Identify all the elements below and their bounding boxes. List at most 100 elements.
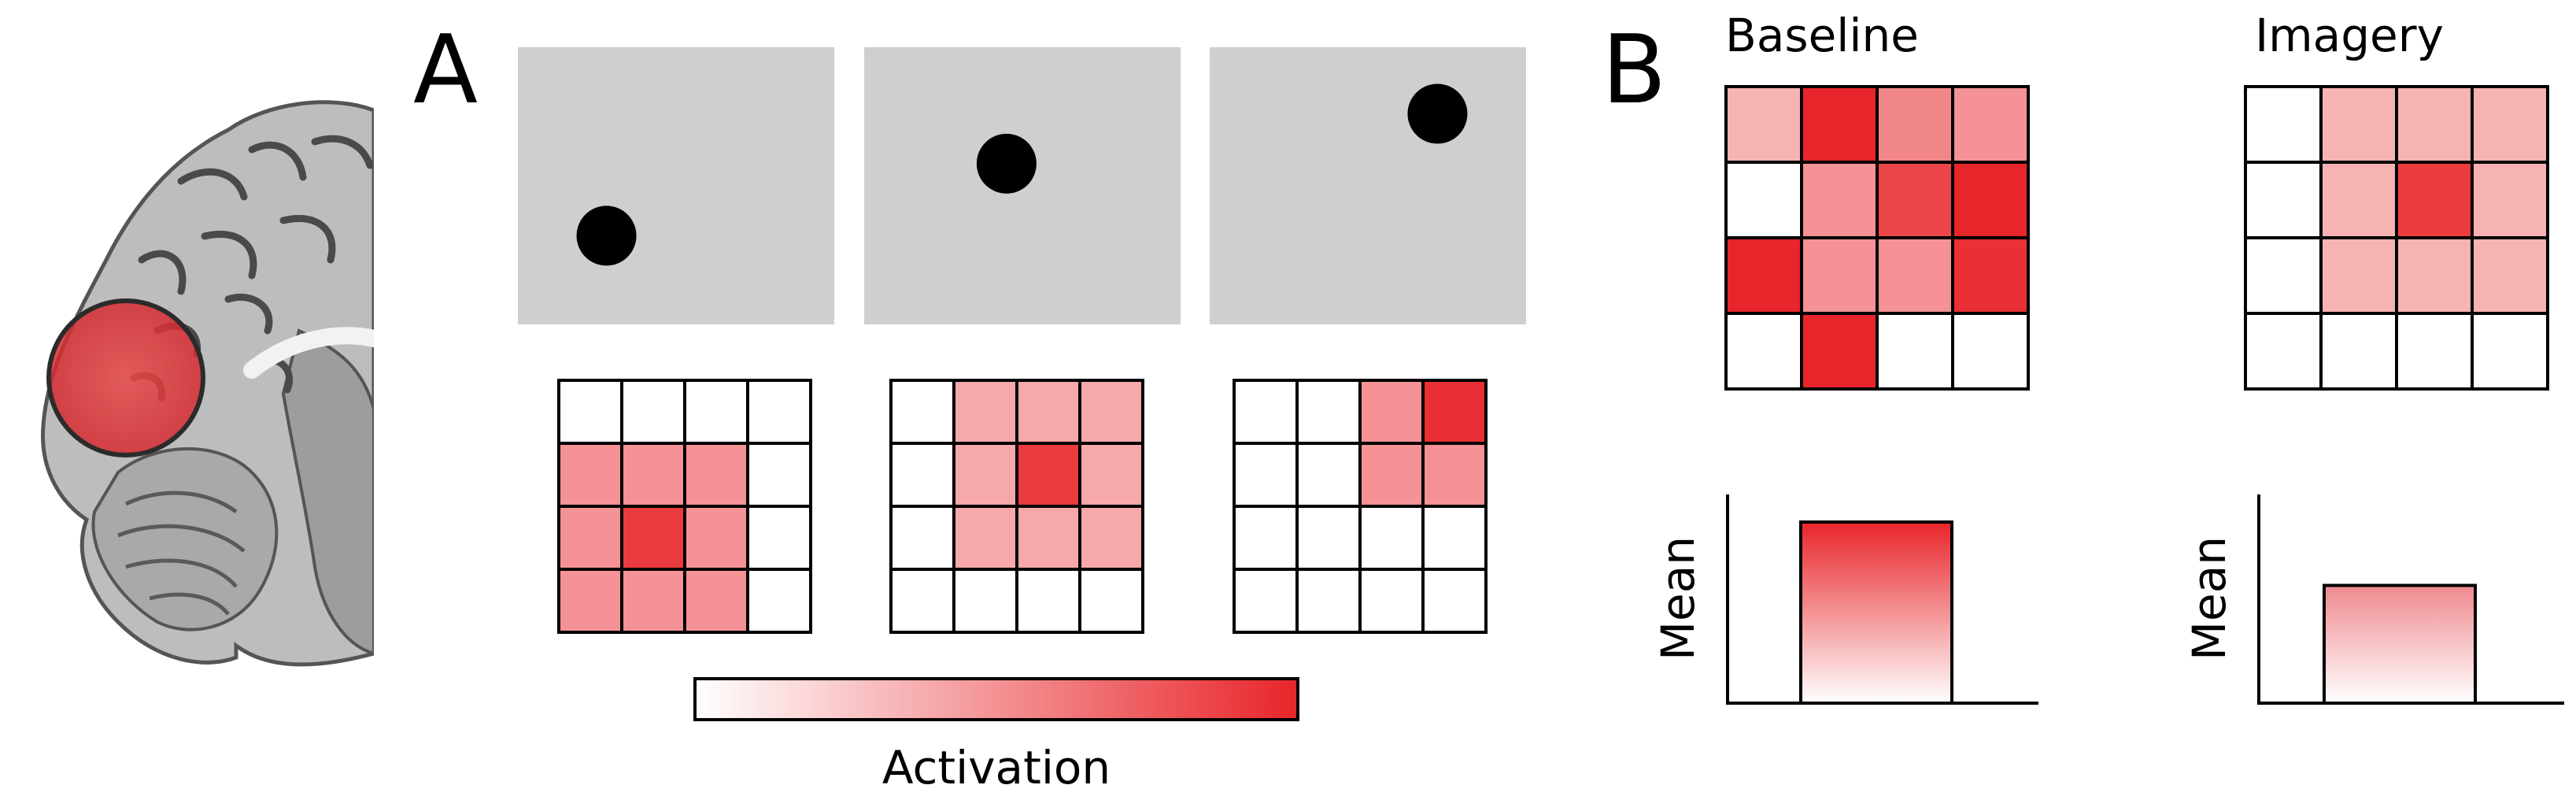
grid-a1-cell	[683, 505, 749, 571]
grid-a2-cell	[889, 379, 955, 445]
activation-grid-a3	[1233, 379, 1488, 634]
stimulus-frame-3	[1210, 47, 1526, 324]
grid-a2-cell	[889, 505, 955, 571]
grid-a2-cell	[952, 568, 1018, 634]
grid-baseline-cell	[1876, 312, 1954, 391]
grid-imagery-cell	[2395, 161, 2474, 239]
grid-baseline-cell	[1724, 161, 1803, 239]
stimulus-dot-1	[576, 206, 637, 266]
grid-imagery-cell	[2395, 312, 2474, 391]
mean-axes-imagery	[2257, 494, 2564, 705]
grid-imagery-cell	[2319, 161, 2398, 239]
colorbar-label: Activation	[882, 741, 1111, 794]
grid-a2-cell	[1015, 379, 1081, 445]
grid-a2-cell	[952, 379, 1018, 445]
grid-a1-cell	[557, 505, 623, 571]
grid-imagery-cell	[2244, 236, 2323, 315]
grid-a1-cell	[746, 505, 812, 571]
grid-a1-cell	[557, 442, 623, 508]
grid-a2-cell	[1078, 568, 1144, 634]
activation-grid-a1	[557, 379, 812, 634]
grid-a3-cell	[1358, 379, 1425, 445]
mean-bar-imagery	[2323, 583, 2477, 705]
activation-colorbar: Activation	[693, 677, 1299, 794]
baseline-title: Baseline	[1725, 9, 1919, 62]
grid-a2-cell	[952, 442, 1018, 508]
stimulus-dot-2	[976, 133, 1037, 194]
grid-imagery-cell	[2471, 312, 2549, 391]
grid-a3-cell	[1295, 568, 1362, 634]
grid-baseline-cell	[1724, 312, 1803, 391]
grid-imagery-cell	[2319, 85, 2398, 164]
grid-baseline-cell	[1876, 236, 1954, 315]
grid-a2-cell	[952, 505, 1018, 571]
grid-a2-cell	[1015, 568, 1081, 634]
grid-a3-cell	[1295, 379, 1362, 445]
mean-chart-imagery: Mean	[2182, 494, 2564, 705]
grid-a1-cell	[683, 442, 749, 508]
grid-a2-cell	[1078, 379, 1144, 445]
grid-imagery-cell	[2319, 236, 2398, 315]
grid-a2-cell	[889, 442, 955, 508]
grid-a2-cell	[1015, 505, 1081, 571]
activation-grid-imagery	[2244, 85, 2549, 391]
grid-a3-cell	[1233, 442, 1299, 508]
grid-baseline-cell	[1800, 312, 1879, 391]
grid-baseline-cell	[1951, 85, 2030, 164]
grid-a1-cell	[746, 568, 812, 634]
grid-a3-cell	[1421, 568, 1488, 634]
grid-imagery-cell	[2471, 161, 2549, 239]
grid-a1-cell	[620, 379, 686, 445]
grid-imagery-cell	[2395, 236, 2474, 315]
grid-a2-cell	[1078, 442, 1144, 508]
grid-imagery-cell	[2319, 312, 2398, 391]
grid-baseline-cell	[1951, 161, 2030, 239]
grid-a2-cell	[889, 568, 955, 634]
grid-a1-cell	[557, 568, 623, 634]
grid-a3-cell	[1233, 379, 1299, 445]
grid-imagery-cell	[2471, 85, 2549, 164]
grid-a1-cell	[683, 568, 749, 634]
stimulus-row	[518, 47, 1526, 324]
grid-a1-cell	[620, 505, 686, 571]
mean-bar-baseline	[1799, 520, 1953, 705]
grid-a1-cell	[746, 379, 812, 445]
grid-a3-cell	[1358, 568, 1425, 634]
grid-imagery-cell	[2244, 312, 2323, 391]
grid-a3-cell	[1421, 379, 1488, 445]
grid-imagery-cell	[2244, 85, 2323, 164]
grid-baseline-cell	[1724, 85, 1803, 164]
stimulus-frame-1	[518, 47, 834, 324]
brain-right-cut	[374, 79, 405, 693]
grid-baseline-cell	[1951, 236, 2030, 315]
grid-a2-cell	[1015, 442, 1081, 508]
brainstem-shape	[281, 328, 375, 656]
panel-b-label: B	[1602, 16, 1666, 125]
grid-a3-cell	[1233, 505, 1299, 571]
grid-a3-cell	[1421, 505, 1488, 571]
brain-slice-illustration	[40, 79, 405, 693]
grid-a1-cell	[620, 442, 686, 508]
grid-baseline-cell	[1951, 312, 2030, 391]
grid-a3-cell	[1421, 442, 1488, 508]
grid-baseline-cell	[1876, 161, 1954, 239]
grid-a1-cell	[746, 442, 812, 508]
grid-a1-cell	[557, 379, 623, 445]
grid-baseline-cell	[1800, 236, 1879, 315]
grid-a2-cell	[1078, 505, 1144, 571]
grid-a3-cell	[1295, 505, 1362, 571]
grid-baseline-cell	[1724, 236, 1803, 315]
colorbar-gradient	[693, 677, 1299, 721]
grid-imagery-cell	[2471, 236, 2549, 315]
roi-circle	[46, 298, 205, 457]
grid-a3-cell	[1358, 442, 1425, 508]
mean-axes-baseline	[1726, 494, 2038, 705]
stimulus-dot-3	[1407, 83, 1468, 144]
activation-grid-baseline	[1724, 85, 2030, 391]
grid-baseline-cell	[1800, 85, 1879, 164]
grid-a1-cell	[683, 379, 749, 445]
grid-a1-cell	[620, 568, 686, 634]
grid-imagery-cell	[2395, 85, 2474, 164]
grid-baseline-cell	[1800, 161, 1879, 239]
